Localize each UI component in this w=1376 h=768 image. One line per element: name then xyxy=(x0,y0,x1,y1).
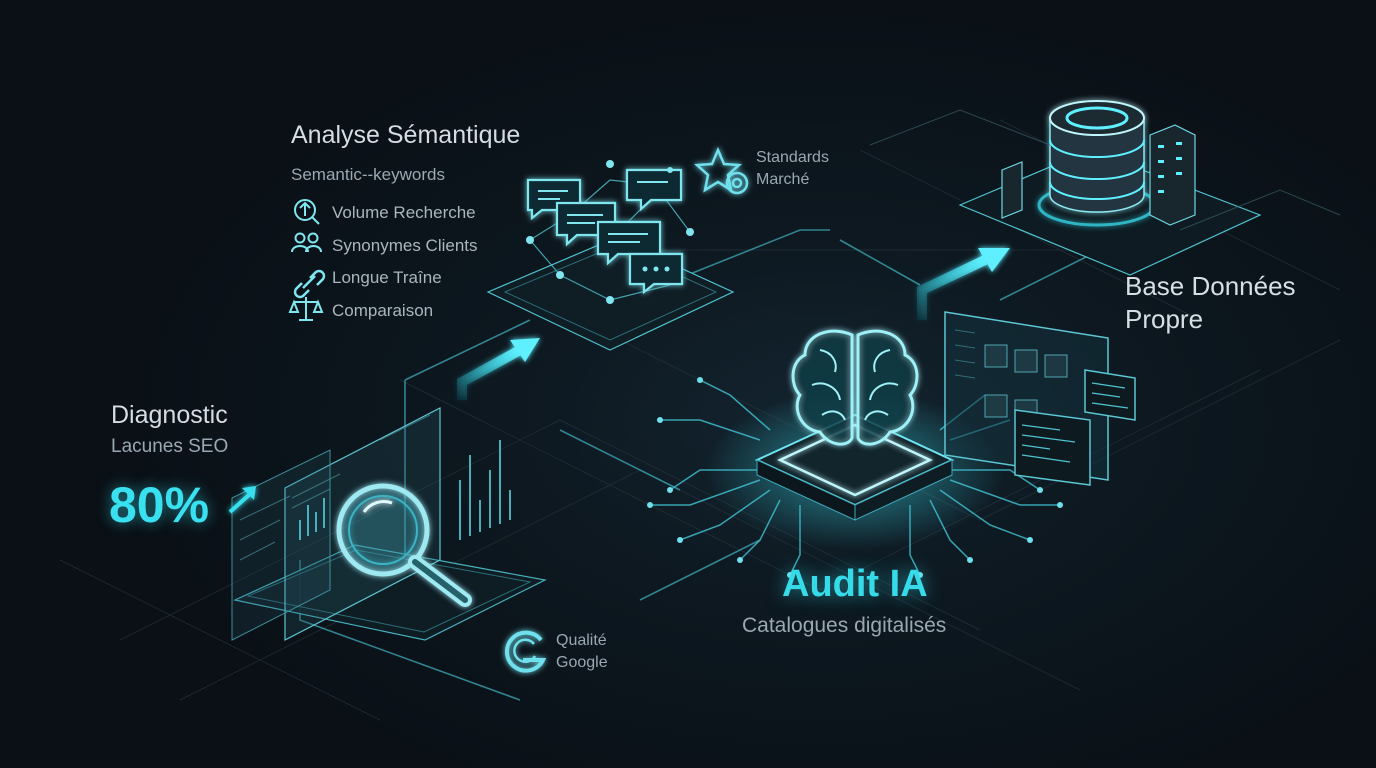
link-icon xyxy=(293,269,326,299)
diagnostic-subtitle: Lacunes SEO xyxy=(111,436,229,457)
brain-chip-icon xyxy=(791,329,919,446)
list-item: Volume Recherche xyxy=(332,203,476,223)
audit-title: Audit IA xyxy=(782,563,928,605)
semantic-subtitle: Semantic--keywords xyxy=(291,165,445,184)
diagnostic-value: 80% xyxy=(109,477,210,533)
database-icon xyxy=(1037,100,1157,227)
users-icon xyxy=(291,232,322,253)
trend-arrow-icon xyxy=(228,486,256,514)
google-icon xyxy=(505,630,547,673)
database-label: Base Données Propre xyxy=(1125,271,1296,334)
arrow-to-database xyxy=(917,248,1010,320)
list-item: Comparaison xyxy=(332,300,434,320)
volume-arrow-icon xyxy=(294,199,320,225)
diagnostic-title: Diagnostic xyxy=(111,401,228,429)
diagnostic-platform xyxy=(231,407,547,641)
database-platform xyxy=(869,50,1341,276)
audit-subtitle: Catalogues digitalisés xyxy=(742,614,947,637)
audit-chip xyxy=(647,329,1063,578)
list-item: Synonymes Clients xyxy=(332,235,478,255)
semantic-list: Volume Recherche Synonymes Clients Longu… xyxy=(292,197,478,327)
star-target-icon xyxy=(693,146,749,195)
magnifier-icon xyxy=(336,483,472,607)
list-item: Longue Traîne xyxy=(332,268,442,288)
standards-label: Standards Marché xyxy=(756,149,829,188)
semantic-title: Analyse Sémantique xyxy=(291,121,521,149)
semantic-platform xyxy=(486,160,735,351)
catalog-screens xyxy=(944,311,1136,486)
scale-icon xyxy=(288,297,324,321)
google-label: Qualité Google xyxy=(556,632,608,671)
arrow-to-semantic xyxy=(457,338,540,400)
